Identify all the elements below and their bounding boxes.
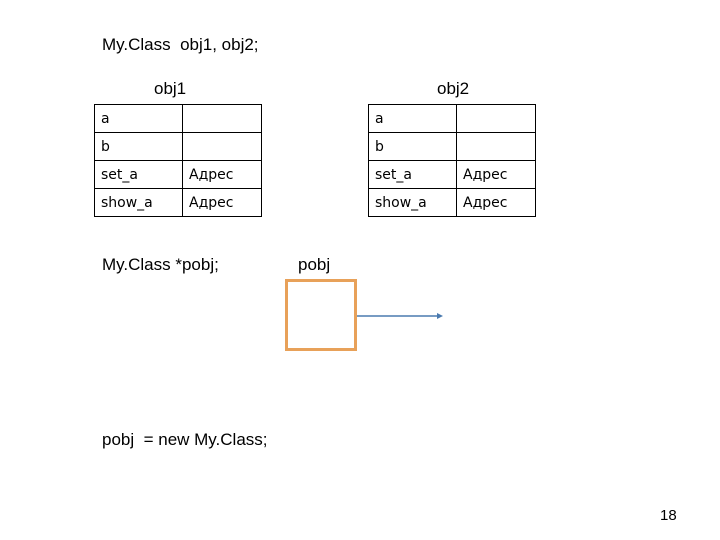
obj1-field-name: b [94, 132, 183, 161]
obj2-field-value [456, 104, 536, 133]
pointer-arrowhead [437, 313, 443, 319]
pointer-label: pobj [298, 255, 331, 274]
new-statement: pobj = new My.Class; [102, 430, 268, 449]
obj2-row-b: b [368, 132, 536, 161]
obj1-row-b: b [94, 132, 262, 161]
obj1-row-show-a: show_a Адрес [94, 188, 262, 217]
obj1-field-name: show_a [94, 188, 183, 217]
obj2-row-show-a: show_a Адрес [368, 188, 536, 217]
obj2-field-value: Адрес [456, 160, 536, 189]
obj2-field-value: Адрес [456, 188, 536, 217]
obj2-field-name: b [368, 132, 457, 161]
pointer-arrow [357, 313, 443, 319]
obj2-label: obj2 [437, 79, 470, 98]
obj2-field-name: a [368, 104, 457, 133]
obj1-table: a b set_a Адрес show_a Адрес [94, 104, 262, 217]
obj1-field-value [182, 132, 262, 161]
obj2-table: a b set_a Адрес show_a Адрес [368, 104, 536, 217]
obj2-field-name: set_a [368, 160, 457, 189]
page-number: 18 [660, 507, 677, 524]
obj1-row-set-a: set_a Адрес [94, 160, 262, 189]
obj1-field-value: Адрес [182, 160, 262, 189]
obj2-field-value [456, 132, 536, 161]
obj1-field-value: Адрес [182, 188, 262, 217]
obj1-row-a: a [94, 104, 262, 133]
obj2-row-set-a: set_a Адрес [368, 160, 536, 189]
pointer-declaration: My.Class *pobj; [102, 255, 219, 274]
obj2-row-a: a [368, 104, 536, 133]
obj1-label: obj1 [154, 79, 187, 98]
objects-declaration: My.Class obj1, obj2; [102, 35, 259, 54]
pointer-box [285, 279, 357, 351]
obj1-field-name: a [94, 104, 183, 133]
obj1-field-name: set_a [94, 160, 183, 189]
obj2-field-name: show_a [368, 188, 457, 217]
obj1-field-value [182, 104, 262, 133]
